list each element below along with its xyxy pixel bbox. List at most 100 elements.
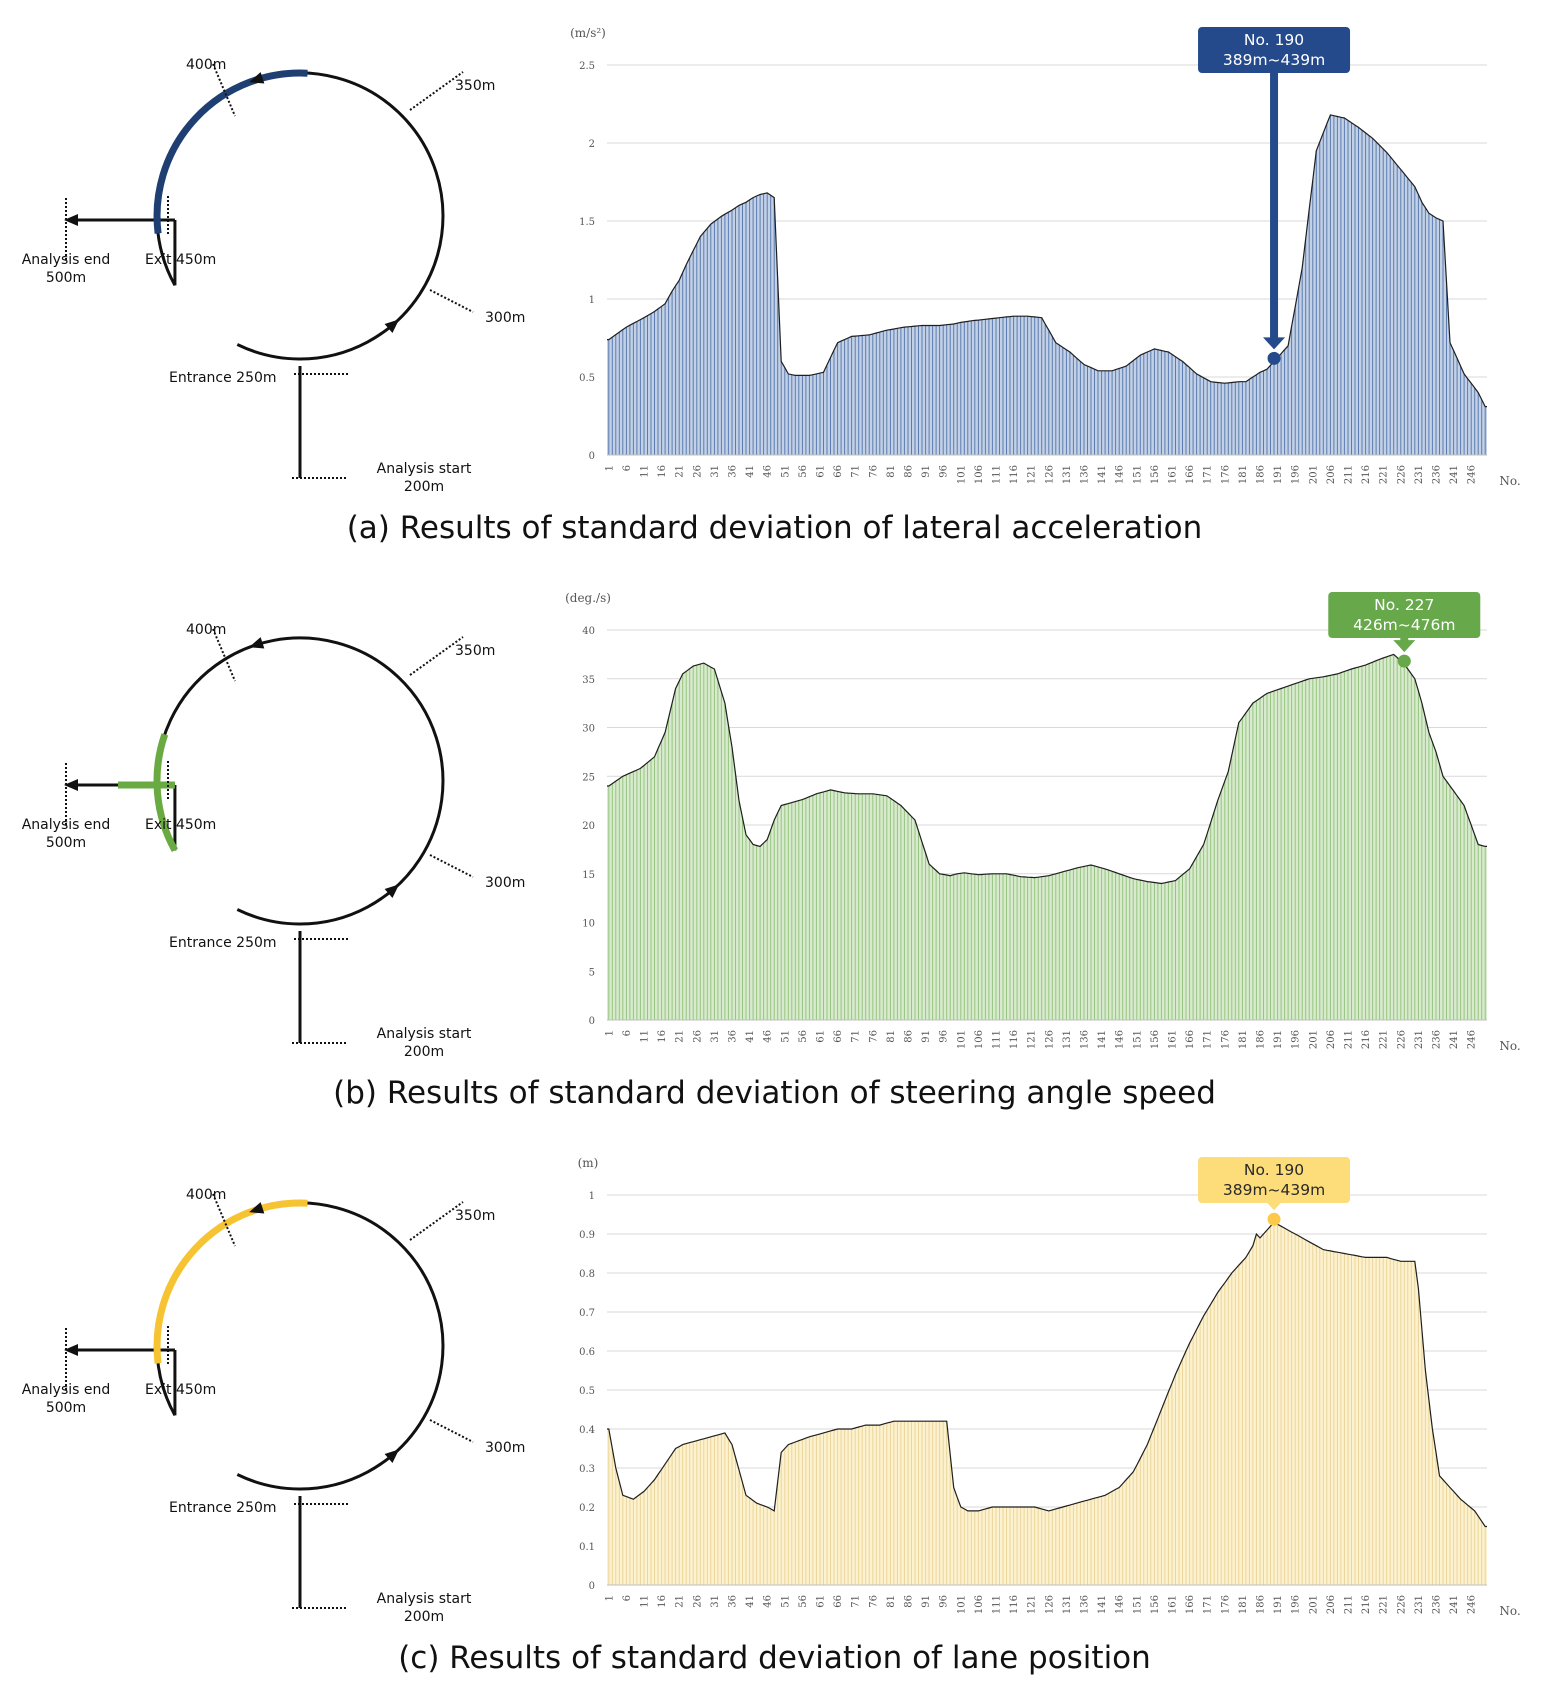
x-tick-label: 31: [710, 1595, 721, 1608]
x-tick-label: 156: [1150, 465, 1161, 484]
x-tick-label: 161: [1168, 1595, 1179, 1614]
label-analysis-end-distance: 500m: [46, 270, 86, 286]
callout-label-no: No. 227: [1374, 596, 1434, 614]
x-tick-label: 11: [640, 1030, 651, 1043]
x-tick-label: 176: [1220, 465, 1231, 484]
x-tick-label: 156: [1150, 1595, 1161, 1614]
x-tick-label: 111: [992, 465, 1003, 484]
x-axis-label: No.: [1499, 1604, 1520, 1618]
marker-400m: [212, 628, 236, 682]
loop-ramp: [155, 636, 445, 926]
highlighted-section: [153, 733, 178, 852]
exit-arrow-icon: [64, 779, 78, 791]
x-tick-label: 36: [728, 465, 739, 478]
label-400m: 400m: [186, 1187, 226, 1203]
x-tick-label: 41: [745, 1595, 756, 1608]
callout-label-no: No. 190: [1244, 31, 1304, 49]
y-tick-label: 0: [589, 1016, 595, 1027]
y-tick-label: 25: [582, 772, 595, 783]
label-350m: 350m: [455, 1208, 495, 1224]
peak-marker-icon: [1267, 1212, 1281, 1226]
label-300m: 300m: [485, 875, 525, 891]
x-tick-label: 151: [1132, 1595, 1143, 1614]
x-tick-label: 91: [921, 465, 932, 478]
x-tick-label: 121: [1027, 1595, 1038, 1614]
x-tick-label: 46: [763, 1030, 774, 1043]
x-tick-label: 96: [939, 465, 950, 478]
x-tick-label: 76: [868, 465, 879, 478]
direction-arrow-icon: [249, 72, 265, 84]
y-unit-label: (m): [578, 1156, 599, 1170]
x-tick-label: 176: [1220, 1595, 1231, 1614]
direction-arrow-icon: [384, 884, 400, 899]
label-entrance: Entrance 250m: [169, 1500, 277, 1516]
x-tick-label: 111: [992, 1595, 1003, 1614]
x-tick-label: 146: [1115, 1595, 1126, 1614]
y-tick-label: 1.5: [579, 217, 595, 228]
x-tick-label: 226: [1396, 465, 1407, 484]
x-tick-label: 116: [1009, 1595, 1020, 1614]
callout-box: [1198, 1157, 1351, 1203]
y-tick-label: 35: [582, 675, 595, 686]
callout-arrow-icon: [1263, 1198, 1286, 1211]
x-tick-label: 231: [1414, 1030, 1425, 1049]
marker-400m: [212, 1193, 236, 1247]
x-tick-label: 191: [1273, 465, 1284, 484]
series-line: [607, 653, 1487, 885]
x-tick-label: 81: [886, 1595, 897, 1608]
x-tick-label: 76: [868, 1030, 879, 1043]
x-tick-label: 11: [640, 465, 651, 478]
x-tick-label: 71: [851, 1030, 862, 1043]
x-tick-label: 246: [1467, 1030, 1478, 1049]
x-tick-label: 1: [604, 1030, 615, 1036]
x-tick-label: 106: [974, 1030, 985, 1049]
x-tick-label: 196: [1291, 1595, 1302, 1614]
x-tick-label: 136: [1080, 1030, 1091, 1049]
x-axis-label: No.: [1499, 474, 1520, 488]
x-tick-label: 121: [1027, 465, 1038, 484]
x-tick-label: 151: [1132, 1030, 1143, 1049]
marker-300m: [429, 289, 474, 313]
x-tick-label: 61: [816, 465, 827, 478]
y-tick-label: 0.7: [579, 1308, 595, 1319]
x-tick-label: 181: [1238, 1595, 1249, 1614]
x-tick-label: 136: [1080, 1595, 1091, 1614]
x-tick-label: 246: [1467, 465, 1478, 484]
x-tick-label: 21: [675, 1595, 686, 1608]
y-unit-label: (m/s²): [570, 26, 606, 40]
label-analysis-end-distance: 500m: [46, 1400, 86, 1416]
x-tick-label: 76: [868, 1595, 879, 1608]
bar-group: [608, 1222, 1486, 1585]
x-tick-label: 106: [974, 465, 985, 484]
y-tick-label: 0: [589, 451, 595, 462]
x-tick-label: 201: [1308, 1595, 1319, 1614]
label-analysis-start: Analysis start: [377, 1591, 472, 1607]
x-tick-label: 86: [904, 465, 915, 478]
x-tick-label: 146: [1115, 465, 1126, 484]
x-tick-label: 126: [1044, 1595, 1055, 1614]
y-tick-label: 0.5: [579, 1386, 595, 1397]
x-tick-label: 191: [1273, 1030, 1284, 1049]
x-tick-label: 96: [939, 1595, 950, 1608]
x-tick-label: 91: [921, 1030, 932, 1043]
label-350m: 350m: [455, 78, 495, 94]
label-exit: Exit 450m: [145, 817, 216, 833]
x-axis-label: No.: [1499, 1039, 1520, 1053]
x-tick-label: 1: [604, 1595, 615, 1601]
direction-arrow-icon: [384, 1449, 400, 1464]
label-analysis-end: Analysis end: [22, 252, 111, 268]
y-tick-label: 0.1: [579, 1542, 595, 1553]
x-tick-label: 26: [692, 1595, 703, 1608]
x-tick-label: 1: [604, 465, 615, 471]
peak-marker-icon: [1267, 351, 1281, 365]
x-tick-label: 236: [1432, 1595, 1443, 1614]
label-analysis-start-distance: 200m: [404, 479, 444, 495]
highlighted-section: [153, 1199, 308, 1364]
callout-label-range: 426m~476m: [1353, 616, 1455, 634]
